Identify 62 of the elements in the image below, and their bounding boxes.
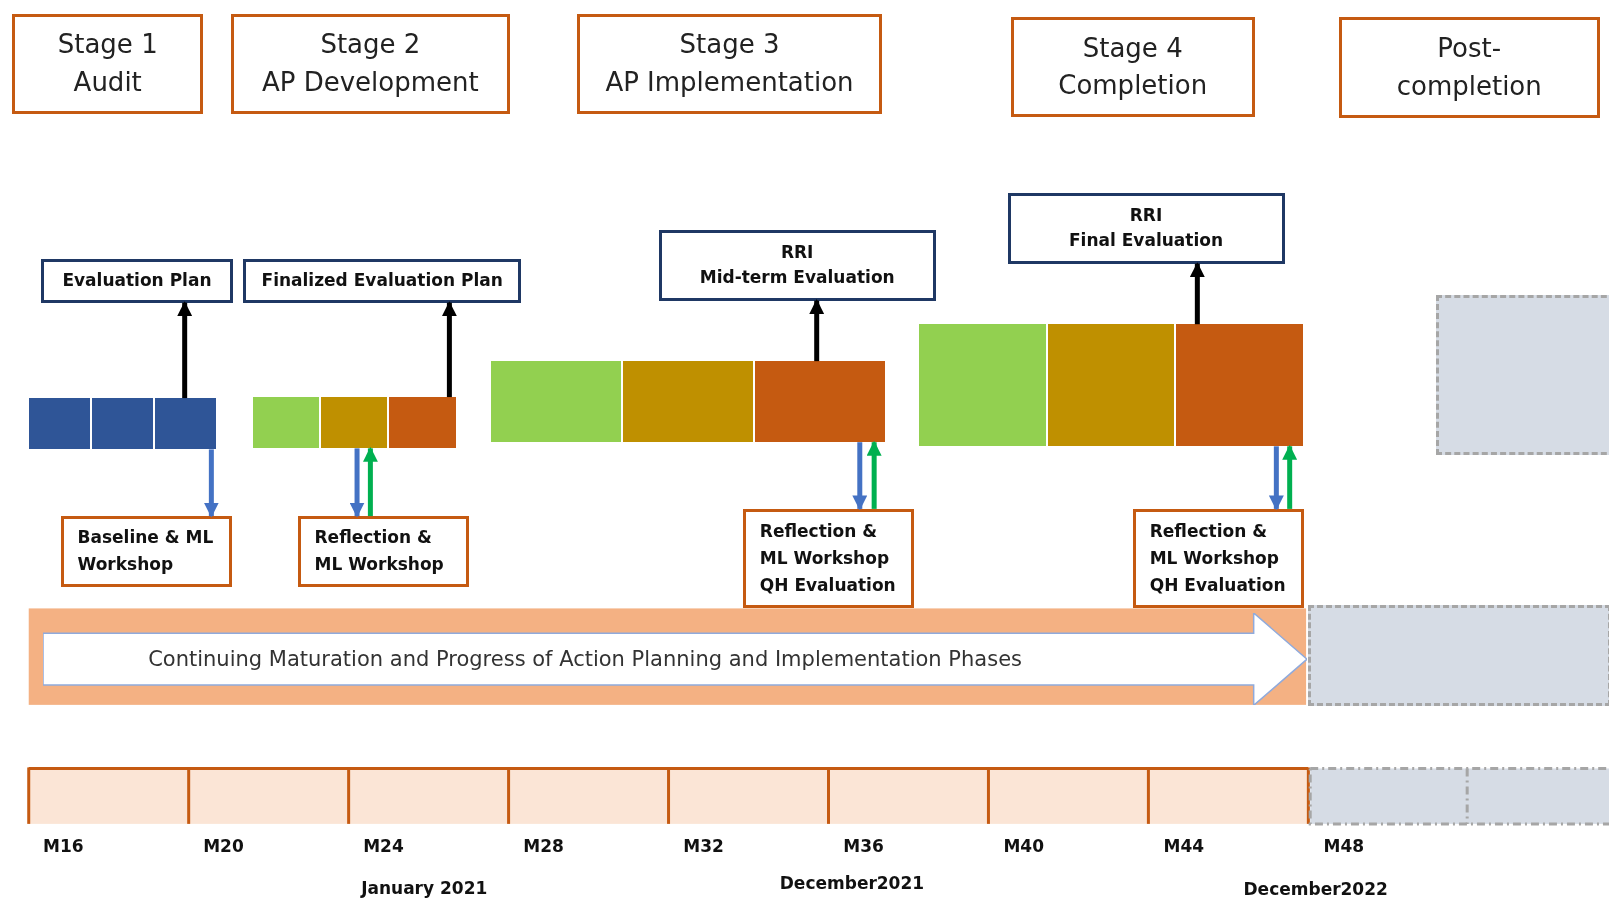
timeline-bar (491, 361, 886, 443)
evaluation-text: Finalized Evaluation Plan (261, 268, 503, 292)
workshop-box (742, 508, 915, 609)
month-label: M24 (363, 836, 404, 857)
stage-title: Stage 4 (1082, 31, 1183, 65)
evaluation-text: RRI (780, 240, 814, 264)
arrow (441, 301, 457, 398)
workshop-box (60, 516, 232, 587)
month-label: M44 (1163, 836, 1205, 857)
arrow (349, 448, 365, 518)
month-label: M48 (1323, 836, 1365, 857)
month-label: M40 (1003, 836, 1044, 857)
date-label: January 2021 (361, 878, 488, 899)
arrow (177, 301, 193, 399)
stage-title: Stage 1 (57, 28, 158, 62)
stage-title: Stage 3 (679, 28, 780, 62)
month-label: M36 (843, 836, 884, 857)
stage-box (1010, 17, 1255, 117)
timeline-bar (253, 397, 456, 449)
evaluation-box (243, 258, 522, 303)
workshop-text: Baseline & ML Workshop (77, 526, 215, 577)
stage-name: Audit (73, 66, 142, 100)
month-label: M28 (523, 836, 564, 857)
workshop-box (1132, 508, 1305, 609)
arrow (203, 449, 219, 518)
month-label: M20 (203, 836, 244, 857)
workshop-text: Reflection & ML Workshop QH Evaluation (759, 519, 897, 598)
workshop-text: Reflection & ML Workshop (314, 526, 445, 577)
stage-title: Stage 2 (320, 28, 421, 62)
month-label: M16 (43, 836, 84, 857)
date-label: December2022 (1243, 879, 1388, 900)
arrow (809, 299, 825, 362)
workshop-box (297, 516, 469, 587)
arrow-text: Continuing Maturation and Progress of Action Planning and Implementation Phases (148, 646, 1022, 671)
arrow (866, 440, 882, 509)
stage-name: Completion (1058, 69, 1208, 103)
evaluation-text: Mid-term Evaluation (699, 266, 895, 290)
timeline-bar (28, 398, 217, 450)
stage-box (12, 14, 204, 114)
evaluation-text: RRI (1129, 203, 1163, 227)
month-label: M32 (683, 836, 724, 857)
workshop-text: Reflection & ML Workshop QH Evaluation (1149, 519, 1287, 598)
stage-box (576, 14, 883, 114)
arrow (1268, 446, 1284, 511)
evaluation-box (1007, 192, 1285, 264)
stage-title: Post-completion (1395, 32, 1543, 103)
evaluation-box (658, 229, 936, 301)
evaluation-text: Evaluation Plan (62, 268, 212, 292)
stage-box (1338, 17, 1600, 118)
date-label: December2021 (779, 873, 925, 894)
arrow (1282, 444, 1298, 509)
evaluation-text: Final Evaluation (1069, 229, 1224, 253)
stage-box (230, 14, 510, 114)
stage-name: AP Development (262, 66, 479, 100)
arrow (852, 442, 868, 511)
placeholder-area (1436, 295, 1609, 455)
stage-name: AP Implementation (605, 66, 854, 100)
arrow (1189, 262, 1205, 325)
timeline-bar (919, 324, 1303, 447)
evaluation-box (41, 258, 233, 303)
arrow (362, 446, 378, 517)
placeholder-area (1308, 605, 1609, 706)
